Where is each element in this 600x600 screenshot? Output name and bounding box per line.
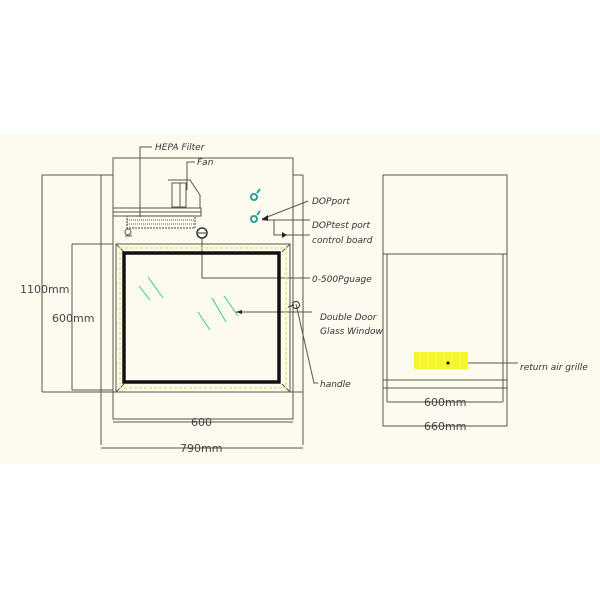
leader-lines [139,146,318,384]
front-dimension-lines [101,421,303,449]
return-air-grille [414,352,468,369]
dim-width-total: 790mm [180,442,222,455]
label-window-line1: Double Door [320,313,378,323]
side-view-outline [382,174,518,427]
label-window-line2: Glass Window [320,327,384,337]
glass-reflection-marks [138,276,239,331]
dop-test-port-icon [250,210,261,223]
dim-width-window: 600 [191,416,212,429]
label-control-board: control board [312,236,373,246]
label-return-air-grille: return air grille [520,363,588,373]
dim-side-outer: 660mm [424,420,466,433]
label-dop-test-port: DOPtest port [312,221,371,231]
label-hepa-filter: HEPA Filter [155,143,206,153]
handle-icon [287,301,300,309]
label-fan: Fan [197,158,214,168]
pressure-gauge-icon [196,227,208,239]
label-gauge: 0-500Pguage [312,275,372,285]
dim-side-inner: 600mm [424,396,466,409]
dim-height-window: 600mm [52,312,94,325]
dim-height-total: 1100mm [20,283,69,296]
window-gasket [119,247,287,389]
label-dop-port: DOPport [312,197,350,207]
hepa-fan-assembly [112,179,202,237]
glass-window [122,251,281,384]
label-handle: handle [320,380,351,390]
dop-port-icon [250,188,261,201]
drawing-sheet [0,134,600,464]
